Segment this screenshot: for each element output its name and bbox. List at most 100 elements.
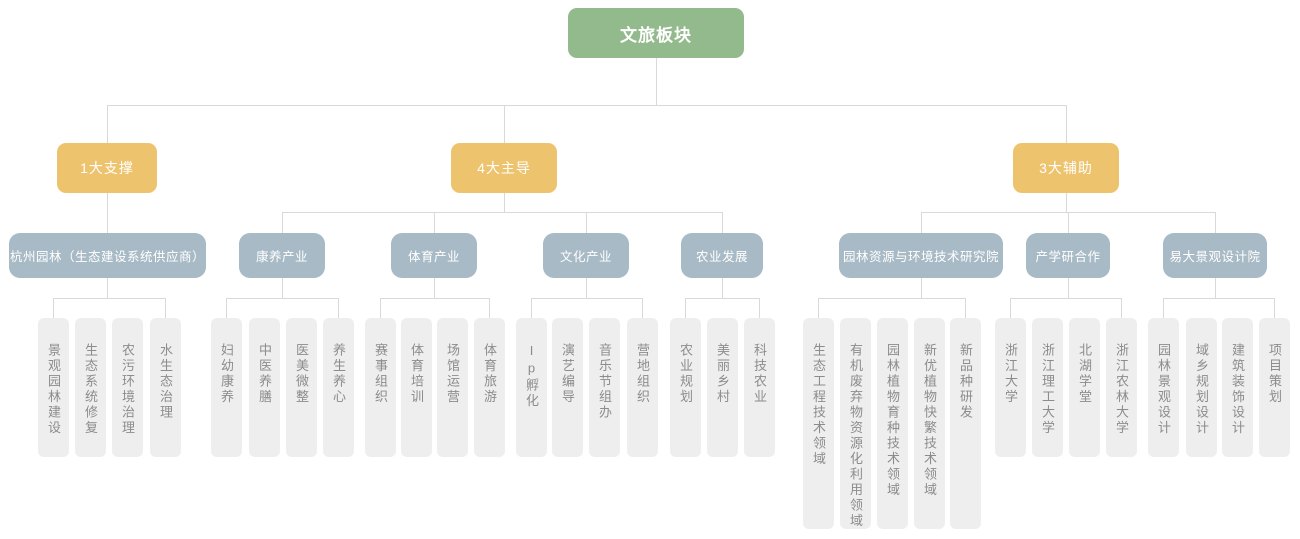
connector-line <box>921 278 922 298</box>
leaf-label: 生态工程技术领域 <box>811 343 826 467</box>
connector-line <box>759 298 760 318</box>
leaf-node: 医美微整 <box>286 318 317 457</box>
connector-line <box>107 193 108 233</box>
connector-line <box>282 212 283 233</box>
leaf-label: 科技农业 <box>752 343 767 405</box>
leaf-label: 医美微整 <box>294 343 309 405</box>
connector-line <box>818 298 966 299</box>
connector-line <box>107 105 108 143</box>
leaf-node: 景观园林建设 <box>38 318 69 457</box>
leaf-node: 中医养膳 <box>249 318 280 457</box>
leaf-node: 美丽乡村 <box>707 318 738 457</box>
connector-line <box>1121 298 1122 318</box>
leaf-node: 新优植物快繁技术领域 <box>914 318 945 529</box>
leaf-node: 体育旅游 <box>474 318 505 457</box>
connector-line <box>504 193 505 212</box>
leaf-node: 养生养心 <box>323 318 354 457</box>
leaf-label: 体育培训 <box>409 343 424 405</box>
connector-line <box>642 298 643 318</box>
leaf-label: 养生养心 <box>331 343 346 405</box>
category-node: 易大景观设计院 <box>1163 233 1267 278</box>
leaf-label: 营地组织 <box>635 343 650 405</box>
leaf-label: 建筑装饰设计 <box>1230 343 1245 436</box>
connector-line <box>1068 212 1069 233</box>
connector-line <box>818 298 819 318</box>
leaf-label: 生态系统修复 <box>83 343 98 436</box>
connector-line <box>1068 278 1069 298</box>
category-node: 文化产业 <box>543 233 629 278</box>
leaf-node: 体育培训 <box>401 318 432 457</box>
category-node: 园林资源与环境技术研究院 <box>839 233 1003 278</box>
leaf-label: 赛事组织 <box>373 343 388 405</box>
leaf-label: 美丽乡村 <box>715 343 730 405</box>
category-node: 体育产业 <box>391 233 477 278</box>
category-node: 杭州园林（生态建设系统供应商） <box>9 233 206 278</box>
connector-line <box>722 212 723 233</box>
connector-line <box>1010 298 1011 318</box>
leaf-node: Ip孵化 <box>516 318 547 457</box>
connector-line <box>586 278 587 298</box>
leaf-label: Ip孵化 <box>524 343 539 409</box>
leaf-node: 建筑装饰设计 <box>1222 318 1253 457</box>
connector-line <box>53 298 166 299</box>
leaf-label: 景观园林建设 <box>46 343 61 436</box>
leaf-node: 生态系统修复 <box>75 318 106 457</box>
leaf-node: 音乐节组办 <box>589 318 620 457</box>
connector-line <box>226 298 227 318</box>
leaf-label: 中医养膳 <box>257 343 272 405</box>
leaf-label: 北湖学堂 <box>1077 343 1092 405</box>
leaf-label: 项目策划 <box>1267 343 1282 405</box>
connector-line <box>1163 298 1275 299</box>
leaf-label: 园林景观设计 <box>1156 343 1171 436</box>
leaf-label: 浙江大学 <box>1003 343 1018 405</box>
connector-line <box>107 105 1067 106</box>
connector-line <box>434 212 435 233</box>
leaf-node: 域乡规划设计 <box>1186 318 1217 457</box>
connector-line <box>338 298 339 318</box>
leaf-node: 浙江大学 <box>995 318 1026 457</box>
connector-line <box>504 105 505 143</box>
connector-line <box>1274 298 1275 318</box>
leaf-node: 园林植物育种技术领域 <box>877 318 908 529</box>
leaf-node: 有机废弃物资源化利用领域 <box>840 318 871 529</box>
connector-line <box>722 278 723 298</box>
leaf-node: 北湖学堂 <box>1069 318 1100 457</box>
connector-line <box>380 298 381 318</box>
connector-line <box>53 298 54 318</box>
connector-line <box>531 298 643 299</box>
connector-line <box>1163 298 1164 318</box>
connector-line <box>531 298 532 318</box>
leaf-label: 农业规划 <box>678 343 693 405</box>
leaf-label: 场馆运营 <box>445 343 460 405</box>
branch-node-3: 3大辅助 <box>1013 143 1119 193</box>
leaf-label: 域乡规划设计 <box>1194 343 1209 436</box>
connector-line <box>1215 278 1216 298</box>
leaf-label: 水生态治理 <box>158 343 173 421</box>
leaf-label: 新品种研发 <box>958 343 973 421</box>
connector-line <box>965 298 966 318</box>
connector-line <box>107 278 108 298</box>
category-node: 康养产业 <box>239 233 325 278</box>
connector-line <box>685 298 760 299</box>
leaf-node: 项目策划 <box>1259 318 1290 457</box>
root-node: 文旅板块 <box>568 8 744 58</box>
leaf-node: 浙江理工大学 <box>1032 318 1063 457</box>
connector-line <box>165 298 166 318</box>
leaf-node: 农污环境治理 <box>112 318 143 457</box>
leaf-node: 水生态治理 <box>150 318 181 457</box>
category-node: 农业发展 <box>681 233 763 278</box>
leaf-node: 浙江农林大学 <box>1106 318 1137 457</box>
leaf-label: 浙江农林大学 <box>1114 343 1129 436</box>
leaf-label: 有机废弃物资源化利用领域 <box>848 343 863 529</box>
leaf-label: 园林植物育种技术领域 <box>885 343 900 498</box>
connector-line <box>921 212 922 233</box>
leaf-label: 音乐节组办 <box>597 343 612 421</box>
connector-line <box>282 212 723 213</box>
connector-line <box>1066 105 1067 143</box>
connector-line <box>282 278 283 298</box>
connector-line <box>489 298 490 318</box>
leaf-node: 赛事组织 <box>365 318 396 457</box>
connector-line <box>1066 193 1067 212</box>
connector-line <box>380 298 490 299</box>
